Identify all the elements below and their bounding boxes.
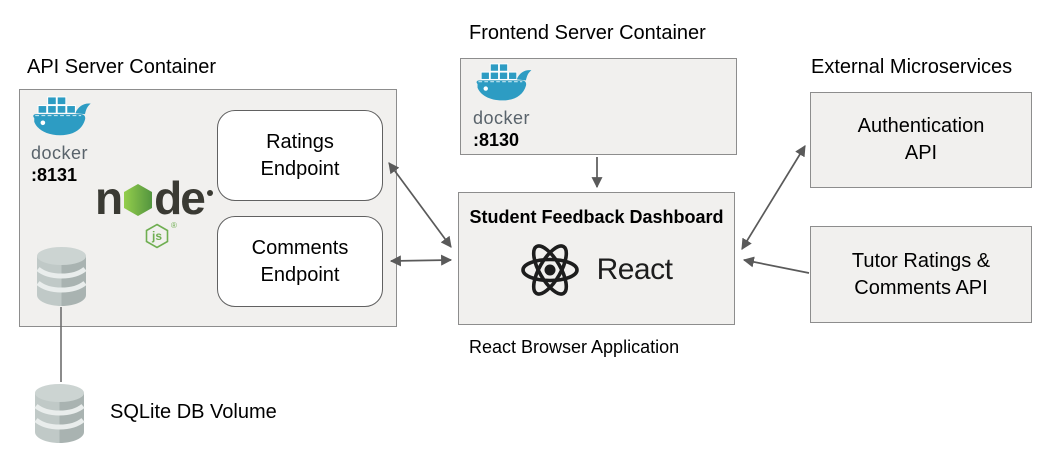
dashboard-title: Student Feedback Dashboard	[469, 207, 724, 227]
nodejs-badge-icon: js ®	[145, 221, 177, 254]
node-badge-label: js	[151, 229, 162, 243]
external-microservices-title: External Microservices	[811, 56, 1013, 78]
frontend-container-title: Frontend Server Container	[469, 22, 706, 44]
endpoint-label-line: Endpoint	[260, 157, 340, 180]
docker-logo-frontend: docker :8130	[473, 63, 539, 151]
react-atom-icon	[520, 244, 579, 296]
authentication-api-node: Authentication API	[810, 92, 1032, 188]
api-container-title: API Server Container	[27, 56, 216, 78]
frontend-port-label: :8130	[473, 130, 520, 150]
sqlite-volume-label: SQLite DB Volume	[110, 401, 277, 423]
docker-whale-icon	[33, 96, 91, 136]
docker-whale-icon	[476, 63, 532, 101]
service-label-line: Authentication	[857, 115, 985, 137]
arrow-tutor-dashboard	[742, 256, 810, 274]
tutor-ratings-api-node: Tutor Ratings & Comments API	[810, 226, 1032, 323]
docker-wordmark: docker	[473, 108, 531, 128]
service-label-line: Comments API	[854, 276, 988, 299]
react-browser-caption: React Browser Application	[469, 337, 680, 357]
ratings-endpoint-node: Ratings Endpoint	[217, 110, 383, 201]
api-port-label: :8131	[31, 165, 78, 185]
sqlite-database-icon	[34, 384, 85, 443]
arrow-dashboard-auth	[741, 145, 806, 250]
database-icon	[36, 247, 87, 306]
service-label-line: Tutor Ratings &	[851, 249, 991, 272]
node-hexagon-icon	[124, 184, 153, 216]
arrow-ratings-dashboard	[388, 162, 452, 248]
docker-wordmark: docker	[31, 143, 89, 163]
endpoint-label-line: Comments	[251, 236, 349, 259]
docker-logo-api: docker :8131	[31, 96, 97, 186]
node-word-suffix: de	[154, 172, 206, 224]
arrow-comments-dashboard	[389, 254, 453, 267]
node-wordmark: n de	[95, 175, 213, 221]
node-dot	[206, 190, 213, 196]
endpoint-label-line: Ratings	[266, 130, 334, 153]
registered-mark: ®	[170, 221, 177, 230]
dashboard-node: Student Feedback Dashboard React	[458, 192, 735, 325]
endpoint-label-line: Endpoint	[260, 263, 340, 286]
node-word-prefix: n	[95, 172, 123, 224]
react-wordmark: React	[596, 253, 673, 286]
nodejs-logo: n de js ®	[95, 175, 213, 254]
react-logo: React	[459, 242, 734, 298]
comments-endpoint-node: Comments Endpoint	[217, 216, 383, 307]
service-label-line: API	[904, 142, 938, 164]
